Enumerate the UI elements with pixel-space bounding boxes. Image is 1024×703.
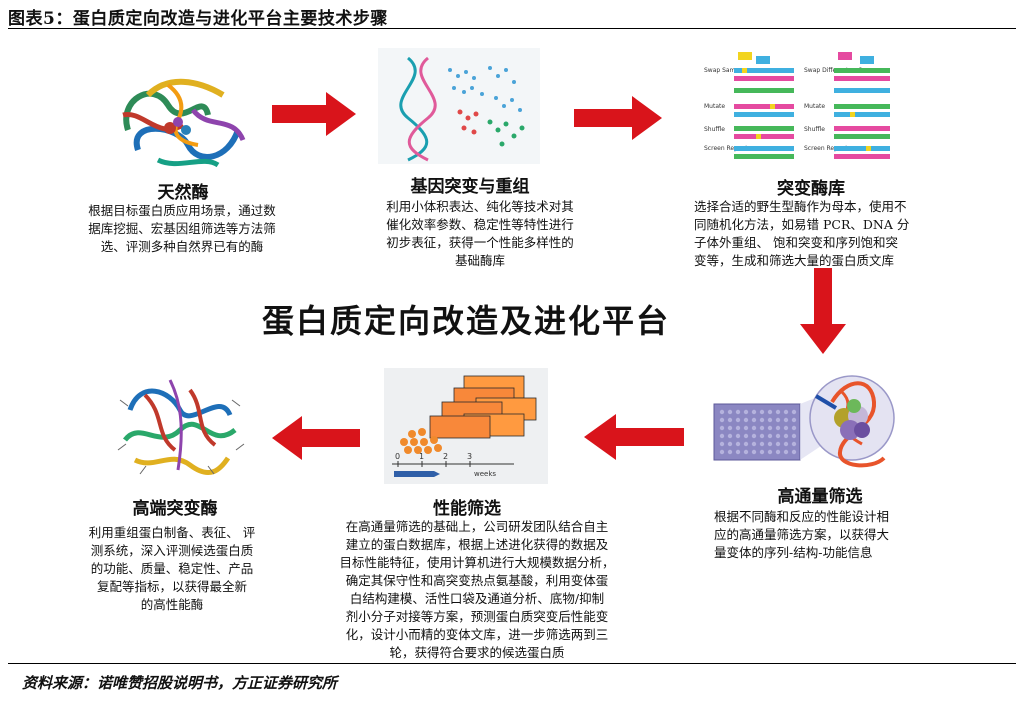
mutate-label-left: Mutate xyxy=(704,103,725,110)
step-mutant-library-desc: 选择合适的野生型酶作为母本，使用不 同随机化方法，如易错 PCR、DNA 分 子… xyxy=(694,199,910,268)
performance-screening-image: 0 1 2 3 weeks xyxy=(384,368,548,484)
top-rule xyxy=(8,28,1016,29)
step-performance-desc: 在高通量筛选的基础上，公司研发团队结合自主 建立的蛋白数据库，根据上述进化获得的… xyxy=(339,519,615,660)
axis-tick-2: 2 xyxy=(443,452,448,461)
step-high-throughput-desc: 根据不同酶和反应的性能设计相 应的高通量筛选方案，以获得大 量变体的序列-结构-… xyxy=(714,509,890,560)
screen-repeat-label-left: Screen Repeat xyxy=(704,145,748,152)
axis-tick-3: 3 xyxy=(467,452,472,461)
axis-tick-1: 1 xyxy=(419,452,424,461)
axis-tick-0: 0 xyxy=(395,452,400,461)
gene-recombination-image xyxy=(378,48,540,164)
step-gene-mutation-label: 基因突变与重组 xyxy=(410,177,530,197)
high-throughput-image xyxy=(713,375,895,468)
shuffle-label-right: Shuffle xyxy=(804,126,825,133)
arrow-right-1 xyxy=(272,92,356,136)
figure-title: 图表5：蛋白质定向改造与进化平台主要技术步骤 xyxy=(8,9,388,29)
step-gene-mutation-desc: 利用小体积表达、纯化等技术对其 催化效率参数、稳定性等特性进行 初步表征，获得一… xyxy=(386,199,574,268)
mutate-label-right: Mutate xyxy=(804,103,825,110)
shuffle-label-left: Shuffle xyxy=(704,126,725,133)
natural-enzyme-image xyxy=(122,78,246,168)
axis-unit: weeks xyxy=(474,470,496,478)
arrow-right-2 xyxy=(574,96,662,140)
mutant-library-image: Swap Same Swap Different or Same Mutate … xyxy=(700,46,896,166)
high-end-enzyme-image xyxy=(117,379,245,476)
source-note: 资料来源：诺唯赞招股说明书，方正证券研究所 xyxy=(22,674,338,692)
step-natural-enzyme-desc: 根据目标蛋白质应用场景，通过数 据库挖掘、宏基因组筛选等方法筛 选、评测多种自然… xyxy=(88,203,276,254)
step-high-end-enzyme-desc: 利用重组蛋白制备、表征、 评 测系统，深入评测候选蛋白质 的功能、质量、稳定性、… xyxy=(88,525,256,612)
bottom-rule xyxy=(8,663,1016,664)
arrow-left-2 xyxy=(272,416,360,460)
platform-title: 蛋白质定向改造及进化平台 xyxy=(262,302,671,340)
screen-repeat-label-right: Screen Repeat xyxy=(804,145,848,152)
step-high-throughput-label: 高通量筛选 xyxy=(777,487,863,507)
step-performance-label: 性能筛选 xyxy=(433,499,501,519)
swap-same-label: Swap Same xyxy=(704,67,739,74)
arrow-down xyxy=(800,268,846,354)
step-mutant-library-label: 突变酶库 xyxy=(777,179,845,199)
arrow-left-1 xyxy=(584,414,684,460)
step-high-end-enzyme-label: 高端突变酶 xyxy=(132,499,218,519)
step-natural-enzyme-label: 天然酶 xyxy=(157,183,209,203)
